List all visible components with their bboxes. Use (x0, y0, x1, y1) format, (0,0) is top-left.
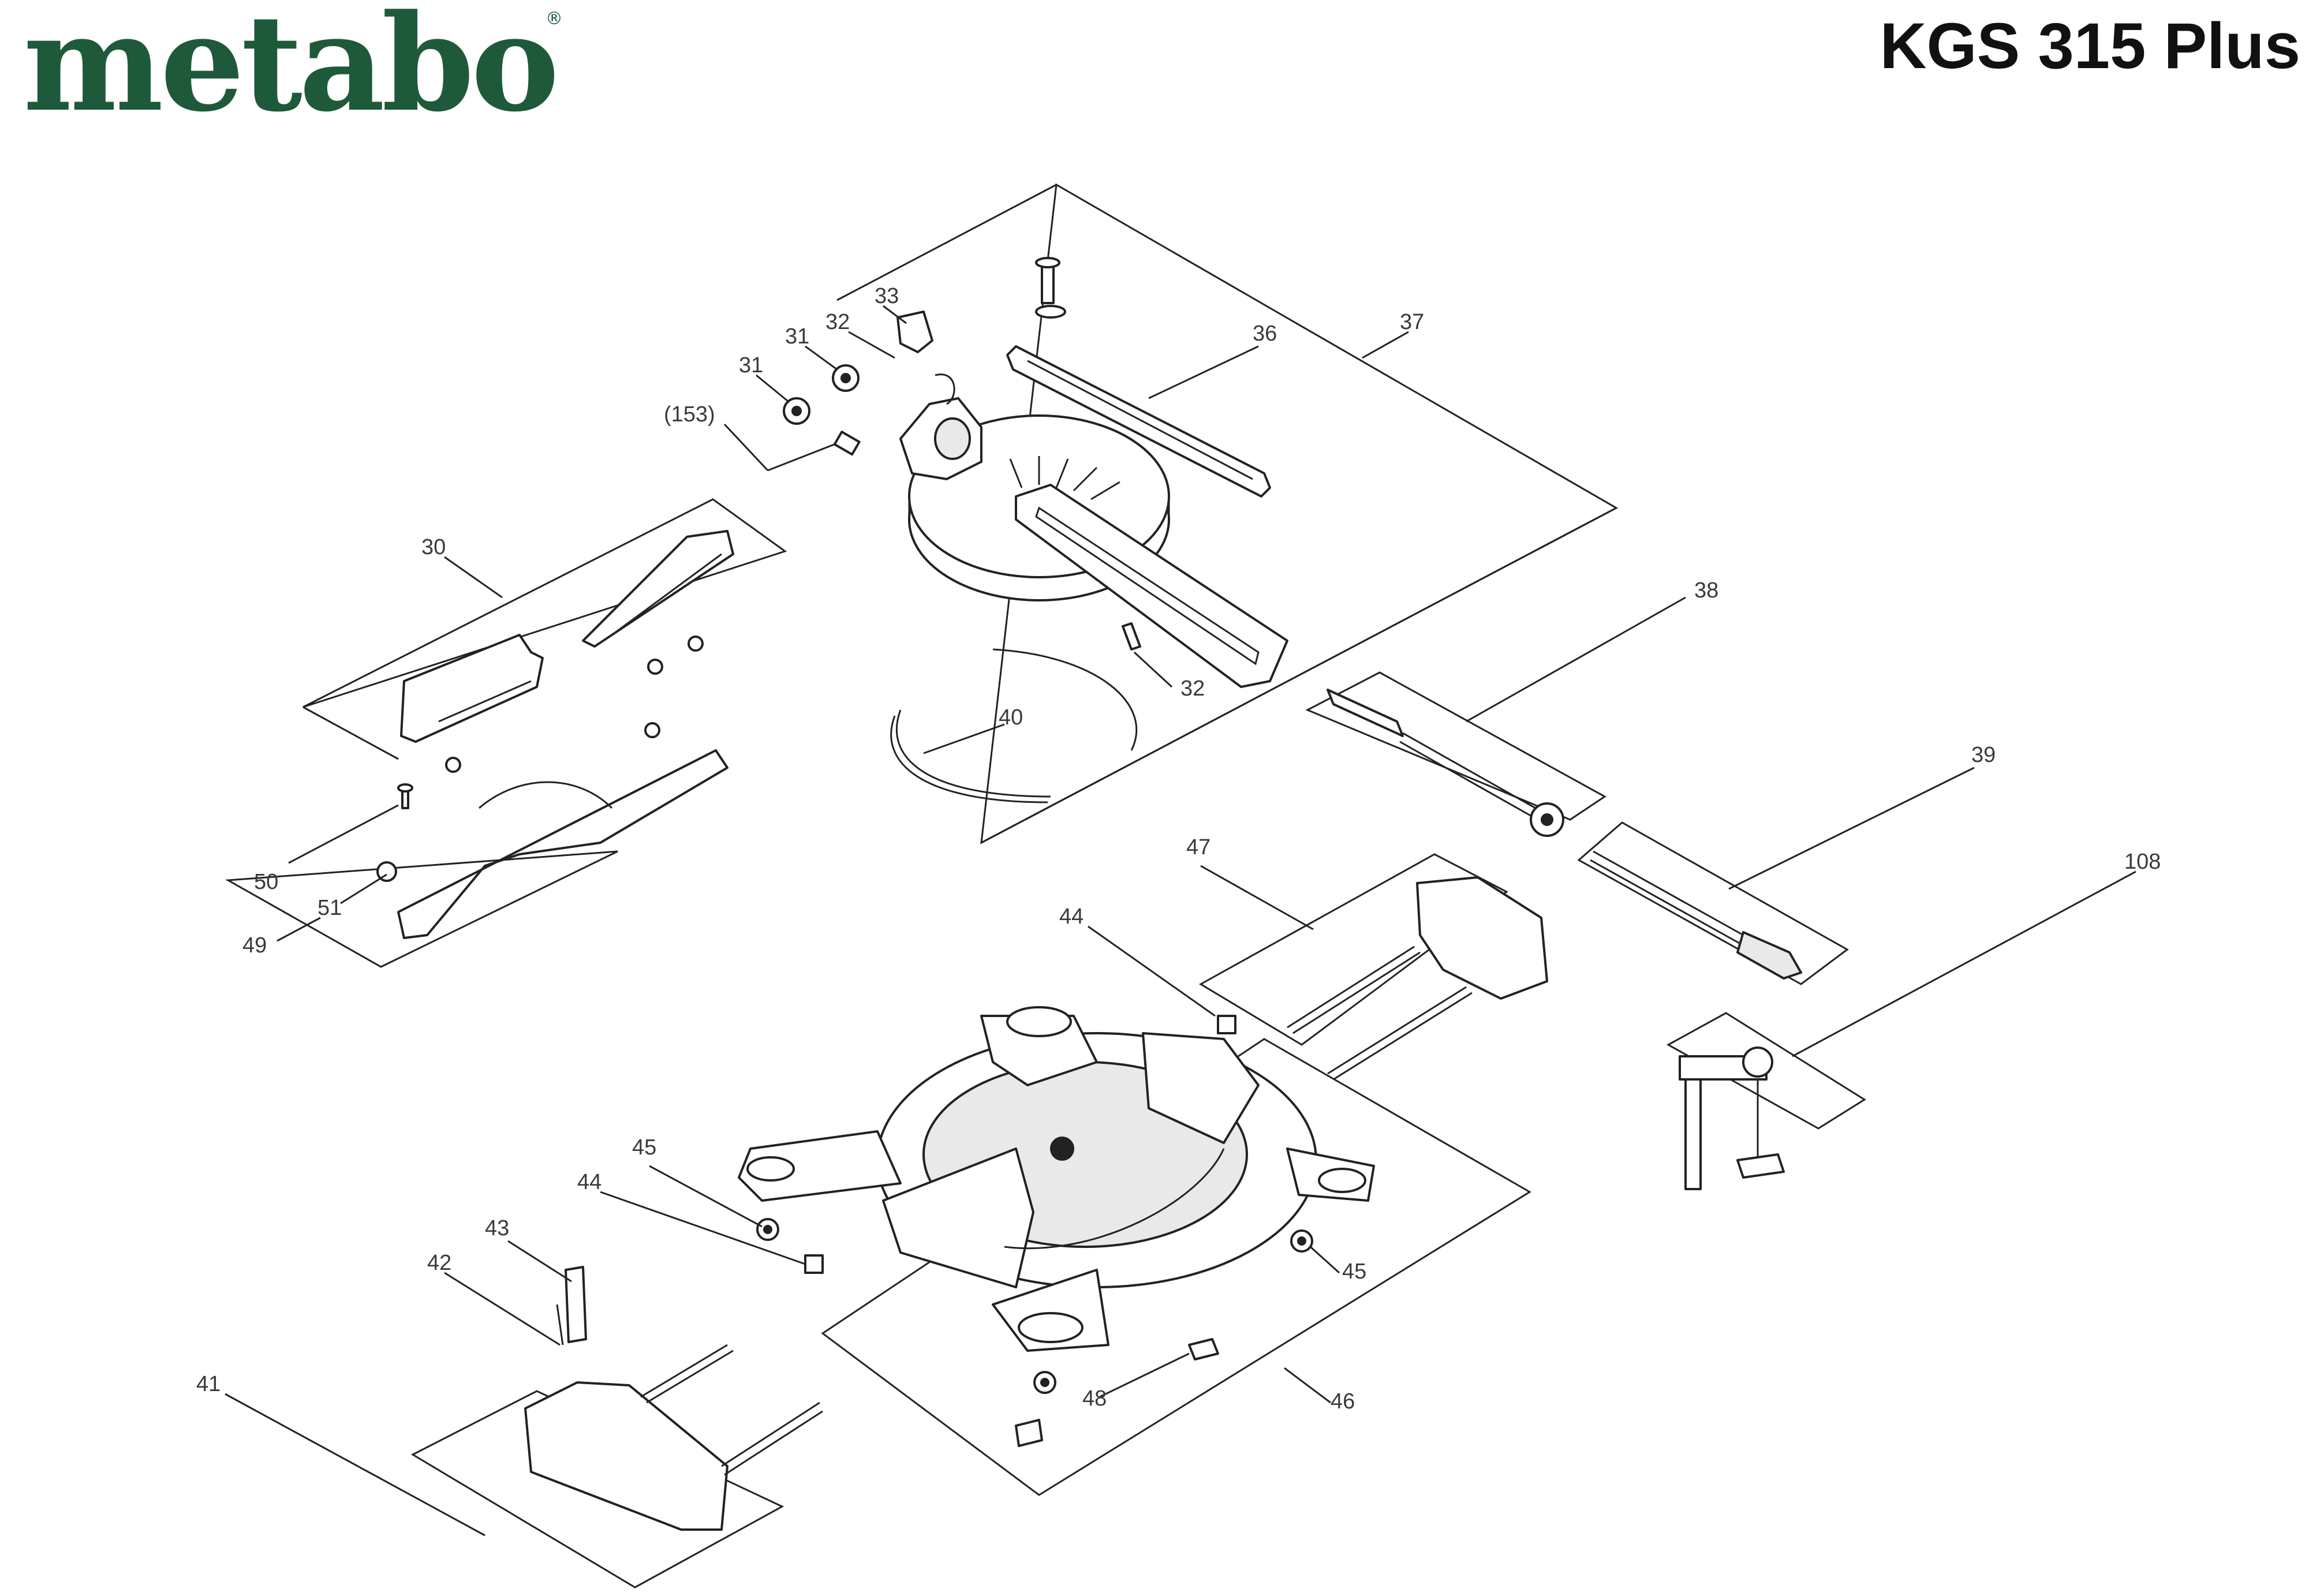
foot-45a (756, 1218, 779, 1241)
table-insert (397, 749, 728, 939)
callout-41: 41 (196, 1372, 221, 1396)
callout-39: 39 (1971, 743, 1996, 767)
support-rod-39 (1590, 850, 1802, 980)
callout-42: 42 (427, 1251, 451, 1275)
callout-32-b: 32 (1180, 676, 1205, 701)
table-extension-41 (524, 1344, 823, 1531)
leader-lines (225, 305, 2136, 1537)
callout-45-a: 45 (632, 1135, 656, 1160)
callout-32-a: 32 (825, 310, 850, 334)
arc-spring-40 (992, 648, 1138, 751)
assembly-outline-47 (1199, 853, 1508, 1046)
material-clamp-108 (1679, 1046, 1785, 1190)
callout-33: 33 (875, 284, 899, 308)
assembly-outline-39 (1577, 821, 1849, 985)
assembly-outline-49 (225, 850, 618, 968)
clip-32 (1122, 622, 1141, 651)
callout-45-b: 45 (1342, 1259, 1366, 1284)
callout-47: 47 (1186, 835, 1210, 859)
registered-mark: ® (546, 9, 563, 29)
washer-48 (1033, 1371, 1056, 1394)
clamp-rod-38 (1327, 689, 1564, 837)
turntable-extension-arm (1015, 484, 1288, 688)
callout-49: 49 (242, 933, 267, 958)
callout-36: 36 (1253, 322, 1277, 346)
callout-44-a: 44 (1059, 904, 1083, 929)
spring-wire-32 (935, 373, 955, 405)
fence-left (400, 634, 544, 743)
clip-48a (1015, 1419, 1043, 1447)
callout-46: 46 (1331, 1389, 1355, 1414)
callout-30: 30 (421, 535, 446, 559)
callout-44-b: 44 (577, 1170, 601, 1194)
brand-logo: metabo ® (23, 0, 563, 141)
bushing-44a (1217, 1015, 1236, 1034)
screw-50 (397, 783, 413, 809)
callout-numbers: 30 31 31 32 32 33 36 37 38 39 40 41 42 4… (196, 284, 2161, 1414)
workpiece-support-47 (1287, 876, 1548, 1081)
lever-33 (896, 311, 933, 353)
fence-right (582, 530, 734, 648)
callout-31-a: 31 (785, 324, 809, 349)
assembly-outline-38 (1305, 671, 1606, 821)
assembly-outline-30 (302, 498, 787, 708)
model-title: KGS 315 Plus (1880, 10, 2300, 82)
brand-wordmark: metabo (23, 0, 556, 141)
assembly-outline-37-top (836, 184, 1057, 301)
clamp-knob-31a (783, 397, 810, 425)
clip-48b (1188, 1338, 1219, 1360)
callout-38: 38 (1694, 578, 1718, 603)
callout-40: 40 (999, 705, 1023, 730)
screws-set (445, 636, 704, 773)
callout-153: (153) (664, 402, 715, 427)
callout-43: 43 (485, 1216, 509, 1240)
callout-51: 51 (317, 896, 342, 920)
bolt-153 (833, 431, 861, 456)
callout-37: 37 (1400, 310, 1424, 334)
clip-42-43 (556, 1266, 587, 1345)
assembly-outline-108 (1666, 1012, 1866, 1130)
hex-bolt (1035, 257, 1066, 319)
screw-51 (376, 861, 397, 882)
callout-48: 48 (1082, 1386, 1107, 1411)
callout-108: 108 (2124, 850, 2161, 874)
callout-31-b: 31 (739, 353, 763, 377)
assembly-outline-30-edge (302, 706, 399, 760)
assembly-outline-41 (410, 1390, 784, 1588)
bushing-44b (804, 1254, 824, 1274)
saw-base (738, 1006, 1375, 1352)
callout-50: 50 (254, 870, 278, 894)
assembly-outline-37-edge (981, 507, 1617, 844)
foot-45b (1290, 1229, 1313, 1253)
clamp-knob-31b (832, 364, 860, 392)
